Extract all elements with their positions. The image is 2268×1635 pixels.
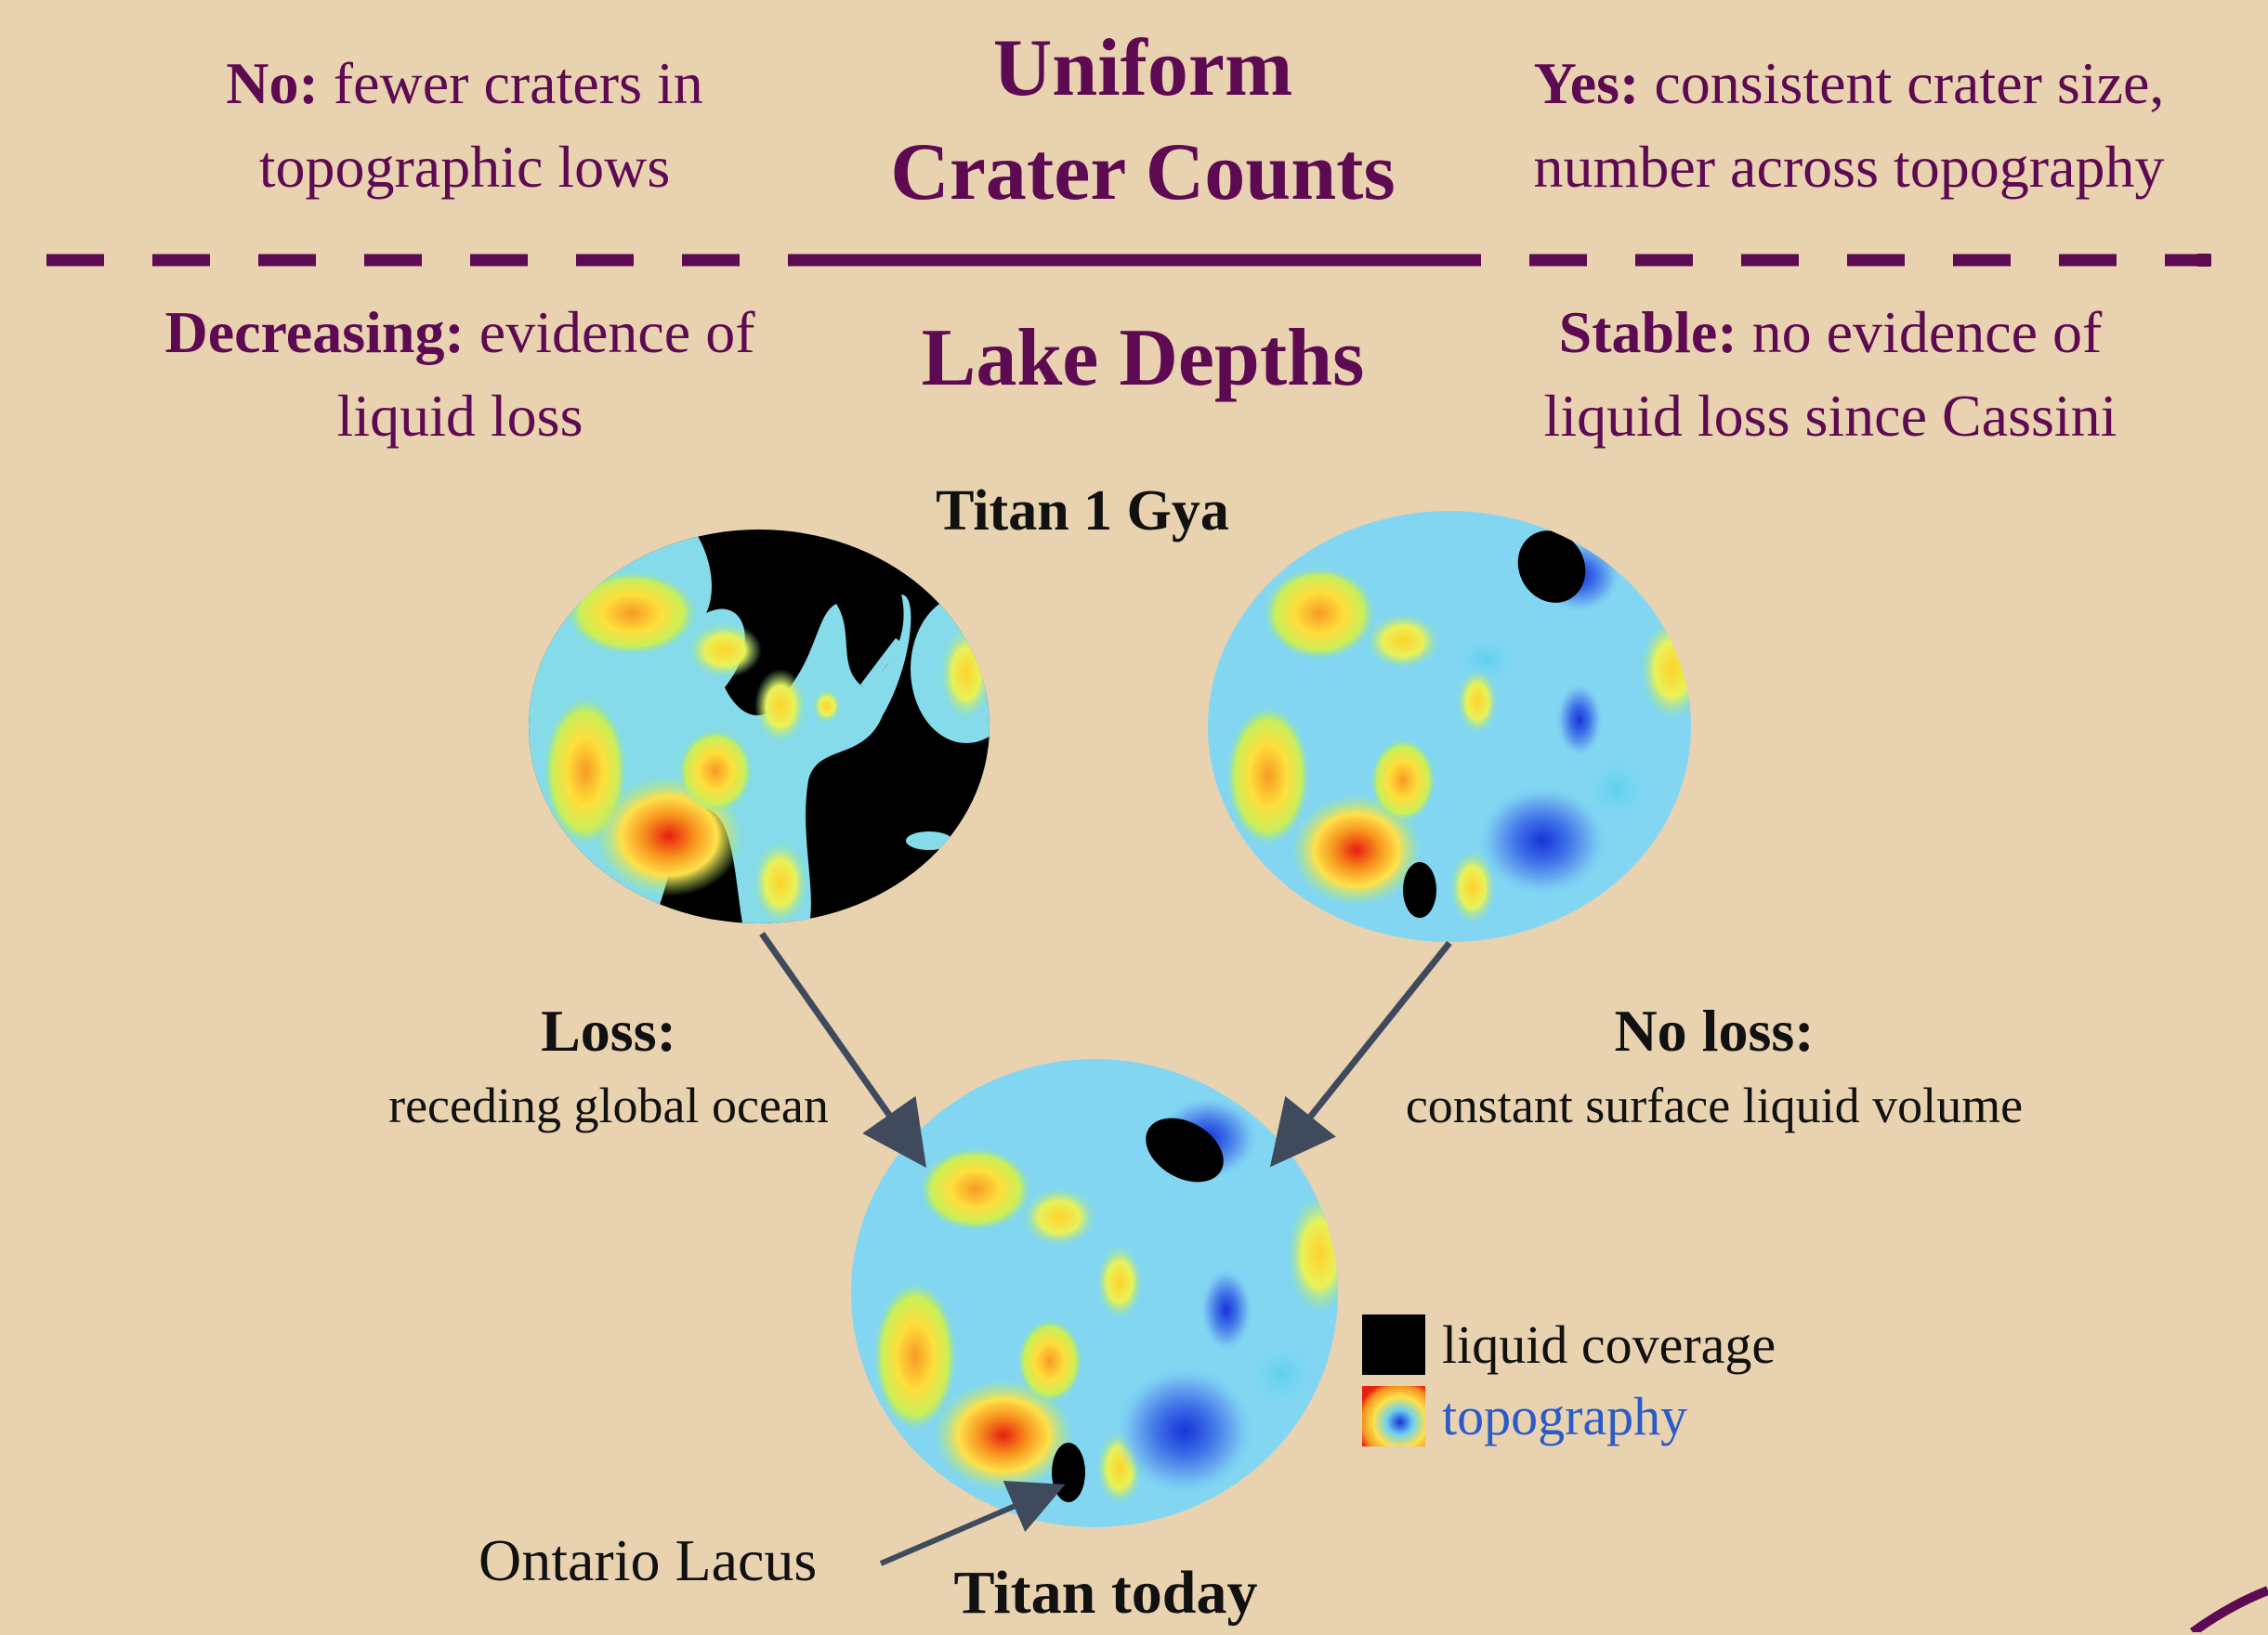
no-loss-label-block: No loss: constant surface liquid volume	[1338, 989, 2091, 1138]
legend-topography-label: topography	[1442, 1381, 1687, 1451]
no-text-line2: topographic lows	[259, 134, 671, 200]
loss-title: Loss:	[334, 989, 883, 1073]
corner-arc-decoration	[2193, 1590, 2268, 1632]
decreasing-text-line2: liquid loss	[337, 383, 583, 449]
legend-liquid-swatch	[1362, 1315, 1425, 1375]
no-loss-text: constant surface liquid volume	[1338, 1073, 2091, 1138]
yes-label: Yes:	[1534, 50, 1640, 116]
globe-past-ocean	[520, 520, 1022, 938]
legend-liquid-label: liquid coverage	[1442, 1310, 1776, 1380]
loss-text: receding global ocean	[334, 1073, 883, 1138]
yes-text-line1: consistent crater size,	[1654, 50, 2164, 116]
section-divider	[46, 254, 2211, 267]
today-globe-label: Titan today	[873, 1551, 1338, 1635]
stable-label: Stable:	[1559, 299, 1737, 365]
crater-title-line1: Uniform	[993, 23, 1293, 113]
globe-past-stable	[1199, 502, 1705, 966]
stable-text: Stable: no evidence of liquid loss since…	[1468, 291, 2193, 458]
no-crater-text: No: fewer craters in topographic lows	[149, 42, 780, 209]
past-globe-label: Titan 1 Gya	[836, 478, 1329, 544]
globe-today	[836, 1050, 1357, 1533]
decreasing-text: Decreasing: evidence of liquid loss	[102, 291, 818, 458]
no-label: No:	[226, 50, 319, 116]
decreasing-label: Decreasing:	[165, 299, 465, 365]
loss-label-block: Loss: receding global ocean	[334, 989, 883, 1138]
crater-counts-title: Uniform Crater Counts	[836, 17, 1449, 225]
stable-text-line1: no evidence of	[1752, 299, 2103, 365]
stable-text-line2: liquid loss since Cassini	[1544, 383, 2117, 449]
no-text-line1: fewer craters in	[334, 50, 703, 116]
yes-text-line2: number across topography	[1534, 134, 2165, 200]
decreasing-text-line1: evidence of	[479, 299, 755, 365]
legend-topography-swatch	[1362, 1386, 1425, 1446]
crater-title-line2: Crater Counts	[890, 127, 1395, 217]
no-loss-title: No loss:	[1338, 989, 2091, 1073]
lake-depths-title: Lake Depths	[836, 307, 1449, 411]
yes-crater-text: Yes: consistent crater size, number acro…	[1449, 42, 2248, 209]
ontario-lacus-label: Ontario Lacus	[479, 1519, 817, 1602]
